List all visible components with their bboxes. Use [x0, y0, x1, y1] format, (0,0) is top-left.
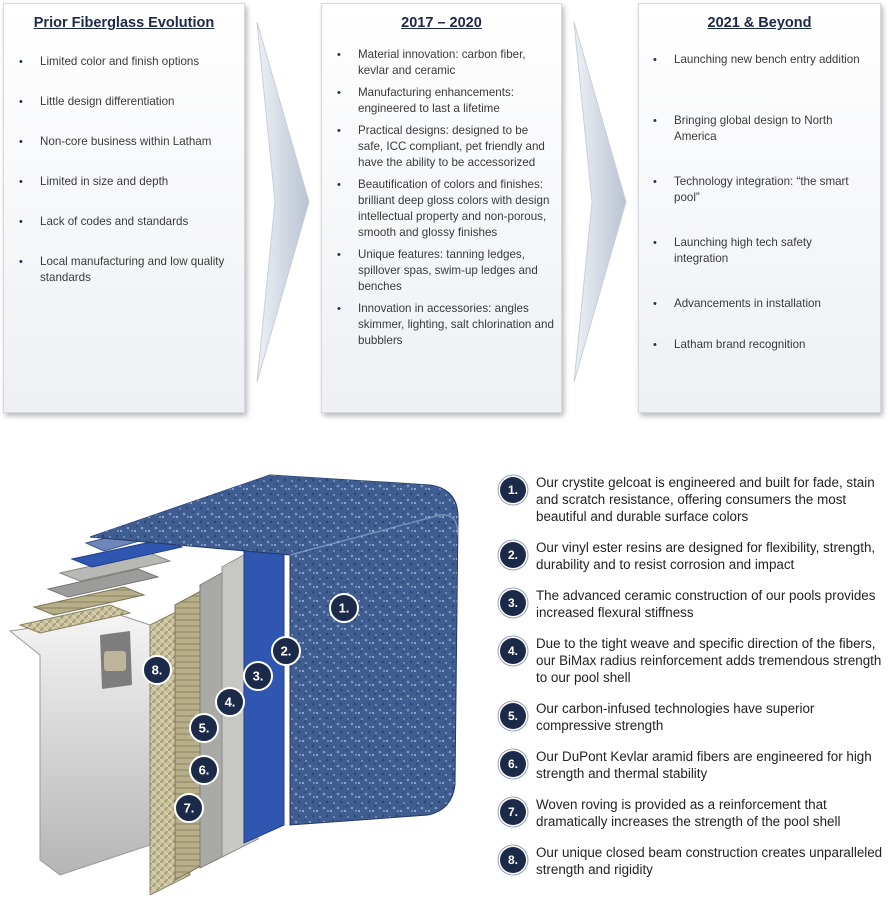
svg-text:2.: 2.	[281, 644, 292, 659]
layer-badge-1: 1.	[329, 593, 359, 623]
number-badge: 5.	[500, 703, 526, 729]
layer-badge-5: 5.	[189, 713, 219, 743]
list-item: Local manufacturing and low quality stan…	[19, 254, 236, 286]
pool-wall-cross-section: 1. 2. 3. 4. 5. 6. 7. 8.	[8, 474, 459, 895]
feature-list: 1. Our crystite gelcoat is engineered an…	[500, 474, 888, 878]
list-item: Unique features: tanning ledges, spillov…	[337, 247, 554, 295]
feature-item: 4. Due to the tight weave and specific d…	[500, 635, 888, 686]
panel-prior-evolution: Prior Fiberglass Evolution Limited color…	[3, 3, 245, 413]
feature-text: Our unique closed beam construction crea…	[536, 845, 883, 877]
feature-text: Our crystite gelcoat is engineered and b…	[536, 475, 875, 524]
svg-text:4.: 4.	[225, 695, 236, 710]
feature-item: 5. Our carbon-infused technologies have …	[500, 700, 888, 734]
list-item: Limited in size and depth	[19, 174, 236, 190]
feature-item: 7. Woven roving is provided as a reinfor…	[500, 796, 888, 830]
feature-item: 1. Our crystite gelcoat is engineered an…	[500, 474, 888, 525]
number-badge: 6.	[500, 751, 526, 777]
list-item: Beautification of colors and finishes: b…	[337, 177, 554, 241]
feature-item: 2. Our vinyl ester resins are designed f…	[500, 539, 888, 573]
svg-text:5.: 5.	[199, 721, 210, 736]
list-item: Launching high tech safety integration	[653, 235, 864, 279]
svg-text:1.: 1.	[339, 601, 350, 616]
feature-item: 8. Our unique closed beam construction c…	[500, 844, 888, 878]
chevron-arrow-icon	[573, 22, 627, 382]
list-item: Latham brand recognition	[653, 337, 864, 359]
feature-item: 3. The advanced ceramic construction of …	[500, 587, 888, 621]
list-item: Technology integration: “the smart pool”	[653, 174, 864, 218]
feature-text: Our vinyl ester resins are designed for …	[536, 540, 876, 572]
chevron-arrow-icon	[256, 22, 310, 382]
number-badge: 4.	[500, 638, 526, 664]
layer-badge-2: 2.	[271, 636, 301, 666]
feature-text: Our DuPont Kevlar aramid fibers are engi…	[536, 749, 872, 781]
panel-title: Prior Fiberglass Evolution	[33, 15, 215, 31]
list-item: Bringing global design to North America	[653, 113, 864, 157]
list-item: Innovation in accessories: angles skimme…	[337, 301, 554, 349]
list-item: Practical designs: designed to be safe, …	[337, 123, 554, 171]
layer-badge-4: 4.	[215, 687, 245, 717]
number-badge: 7.	[500, 799, 526, 825]
feature-item: 6. Our DuPont Kevlar aramid fibers are e…	[500, 748, 888, 782]
list-item: Material innovation: carbon fiber, kevla…	[337, 47, 554, 79]
number-badge: 2.	[500, 542, 526, 568]
number-badge: 3.	[500, 590, 526, 616]
svg-text:3.: 3.	[253, 669, 264, 684]
number-badge: 8.	[500, 847, 526, 873]
list-item: Lack of codes and standards	[19, 214, 236, 230]
panel-title: 2017 – 2020	[401, 15, 482, 31]
layer-badge-6: 6.	[189, 755, 219, 785]
list-item: Manufacturing enhancements: engineered t…	[337, 85, 554, 117]
list-item: Limited color and finish options	[19, 54, 236, 70]
layer-badge-7: 7.	[174, 793, 204, 823]
feature-text: Due to the tight weave and specific dire…	[536, 636, 882, 685]
svg-text:7.: 7.	[184, 801, 195, 816]
bullet-list: Material innovation: carbon fiber, kevla…	[337, 47, 554, 349]
list-item: Little design differentiation	[19, 94, 236, 110]
list-item: Advancements in installation	[653, 296, 864, 318]
svg-text:8.: 8.	[152, 663, 163, 678]
feature-text: Woven roving is provided as a reinforcem…	[536, 797, 841, 829]
feature-text: The advanced ceramic construction of our…	[536, 588, 876, 620]
bullet-list: Limited color and finish options Little …	[19, 54, 236, 286]
feature-text: Our carbon-infused technologies have sup…	[536, 701, 815, 733]
panel-2021-beyond: 2021 & Beyond Launching new bench entry …	[638, 3, 881, 413]
panel-2017-2020: 2017 – 2020 Material innovation: carbon …	[321, 3, 562, 413]
layer-badge-3: 3.	[243, 661, 273, 691]
list-item: Launching new bench entry addition	[653, 52, 864, 96]
layer-badge-8: 8.	[142, 655, 172, 685]
number-badge: 1.	[500, 477, 526, 503]
svg-text:6.: 6.	[199, 763, 210, 778]
list-item: Non-core business within Latham	[19, 134, 236, 150]
bullet-list: Launching new bench entry addition Bring…	[653, 52, 864, 359]
panel-title: 2021 & Beyond	[707, 15, 812, 31]
